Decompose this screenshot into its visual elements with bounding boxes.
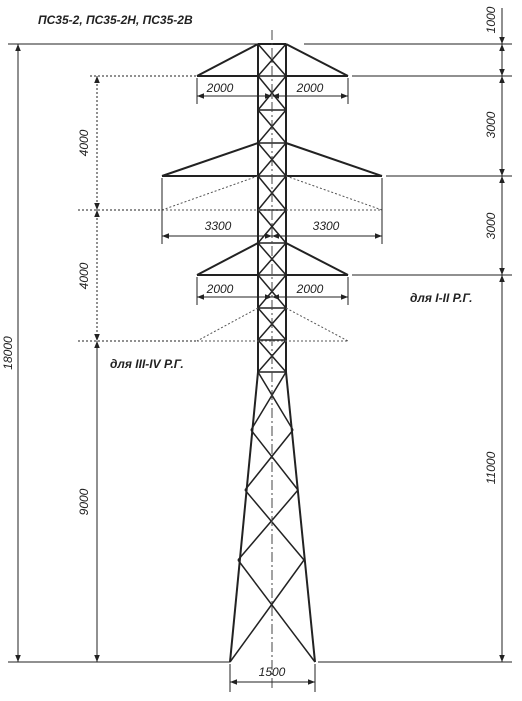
drawing-title: ПС35-2, ПС35-2Н, ПС35-2В	[38, 13, 193, 27]
dim-base-width: 1500	[259, 665, 286, 679]
dim-right-lower-gap: 3000	[484, 212, 498, 239]
dimension-labels: 2000 2000 3300 3300 2000 2000 1500 4000 …	[1, 6, 498, 679]
dim-middle-crossarm-right: 3300	[313, 219, 340, 233]
note-lower-variant: для III-IV Р.Г.	[110, 357, 184, 371]
dim-middle-crossarm-left: 3300	[205, 219, 232, 233]
dim-lower-crossarm-right: 2000	[296, 282, 324, 296]
dim-left-spacing-upper: 4000	[77, 129, 91, 156]
dim-total-height: 18000	[1, 336, 15, 370]
dim-top-crossarm-right: 2000	[296, 81, 324, 95]
dim-top-crossarm-left: 2000	[206, 81, 234, 95]
dim-right-upper-gap: 3000	[484, 111, 498, 138]
dim-right-top: 1000	[484, 6, 498, 33]
tower-structure	[161, 43, 383, 663]
dim-left-spacing-lower: 4000	[77, 262, 91, 289]
dim-right-lower-height: 11000	[484, 451, 498, 484]
dim-lower-crossarm-left: 2000	[206, 282, 234, 296]
dim-left-lower-height: 9000	[77, 488, 91, 515]
dimension-lines	[8, 8, 512, 692]
note-upper-variant: для I-II Р.Г.	[410, 291, 472, 305]
